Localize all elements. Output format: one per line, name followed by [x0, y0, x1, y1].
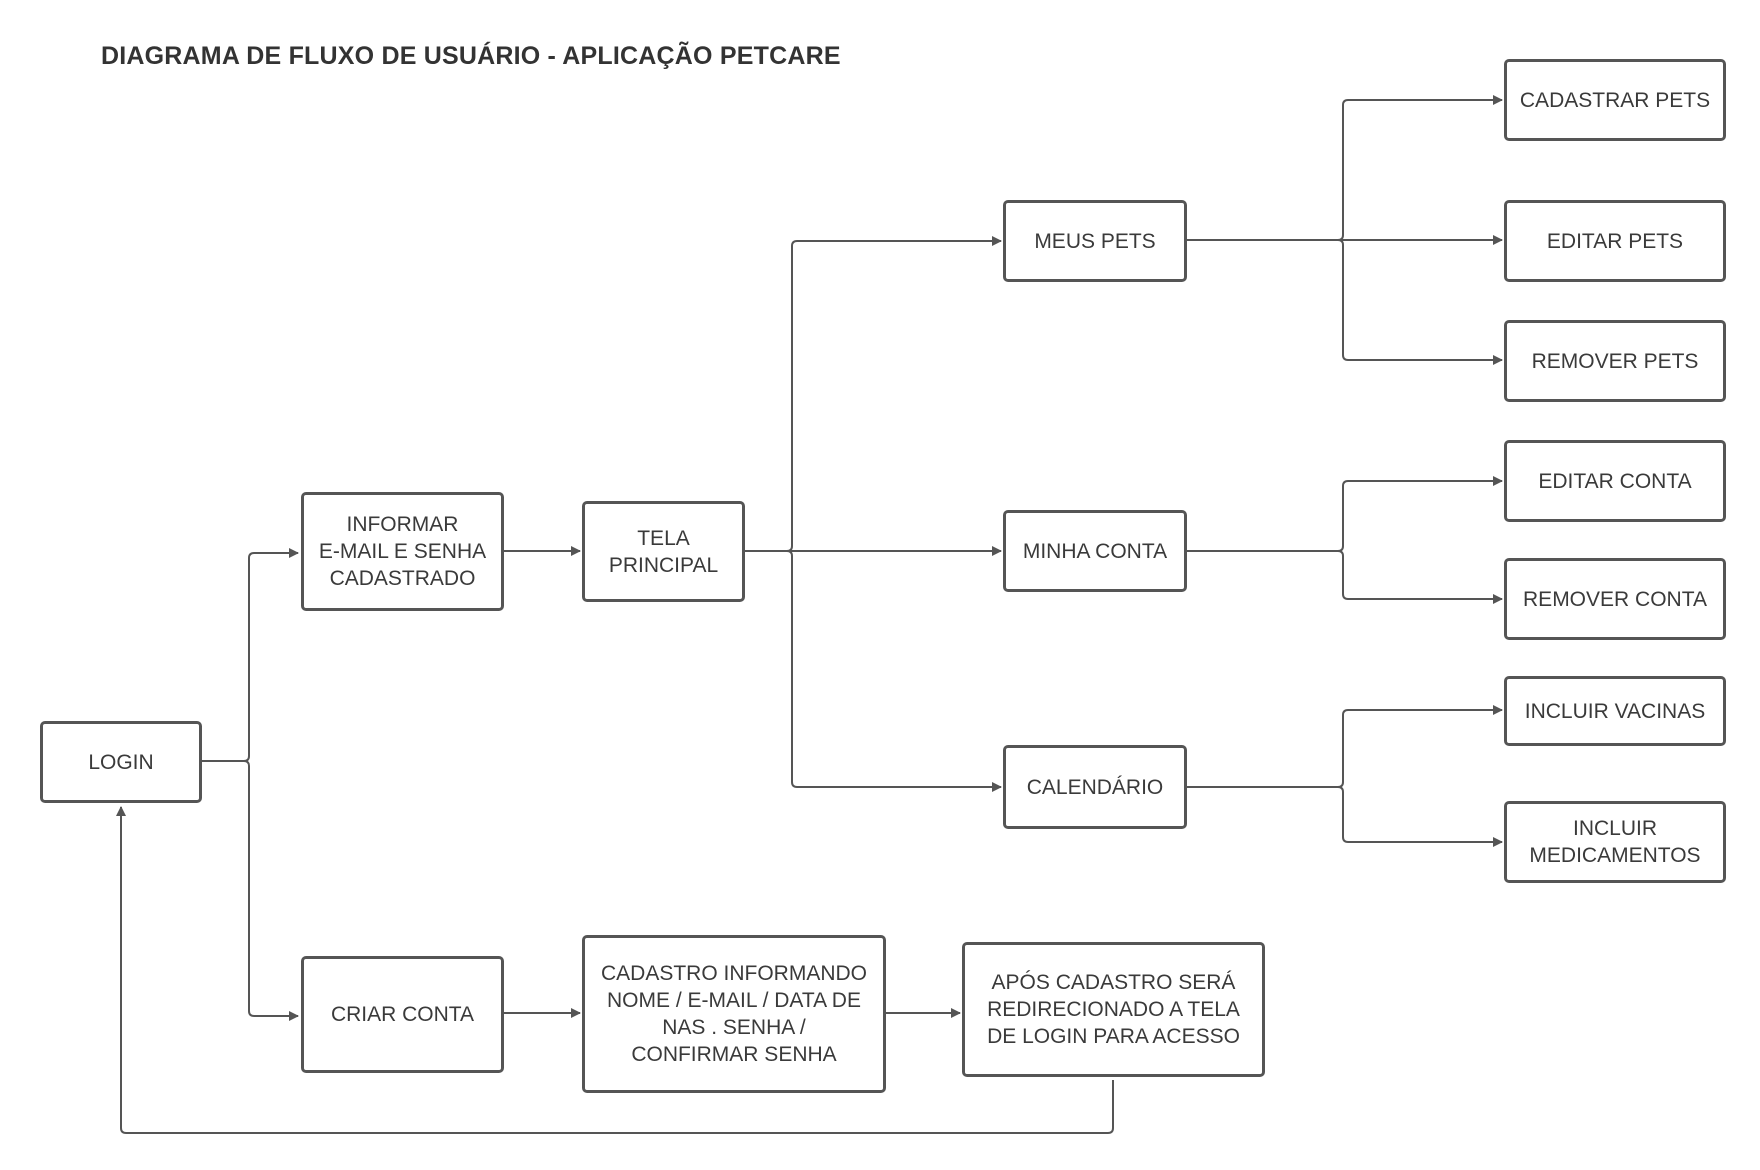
- incluir-vacinas-label: INCLUIR VACINAS: [1524, 699, 1706, 723]
- diagram-title: DIAGRAMA DE FLUXO DE USUÁRIO - APLICAÇÃO…: [101, 42, 841, 70]
- incluir-medicamentos-label: INCLUIR MEDICAMENTOS: [1529, 817, 1701, 867]
- criar-conta-node: CRIAR CONTA: [301, 956, 504, 1073]
- connector-login-informar: [200, 548, 299, 762]
- meus-pets-label: MEUS PETS: [1034, 229, 1156, 253]
- remover-pets-node: REMOVER PETS: [1504, 320, 1726, 402]
- login-node: LOGIN: [40, 721, 202, 803]
- meus-pets-node: MEUS PETS: [1003, 200, 1187, 282]
- minha-conta-node: MINHA CONTA: [1003, 510, 1187, 592]
- editar-conta-node: EDITAR CONTA: [1504, 440, 1726, 522]
- tela-principal-node: TELA PRINCIPAL: [582, 501, 745, 602]
- cadastro-informando-node: CADASTRO INFORMANDO NOME / E-MAIL / DATA…: [582, 935, 886, 1093]
- editar-pets-label: EDITAR PETS: [1546, 229, 1684, 253]
- apos-cadastro-node: APÓS CADASTRO SERÁ REDIRECIONADO A TELA …: [962, 942, 1265, 1077]
- connector-meus-pets-cadastrar: [1186, 95, 1503, 241]
- connector-tela-calendario: [744, 550, 1002, 792]
- minha-conta-label: MINHA CONTA: [1022, 539, 1168, 563]
- informar-email-senha-node: INFORMAR E-MAIL E SENHA CADASTRADO: [301, 492, 504, 611]
- connector-calendario-medicamentos: [1186, 786, 1503, 847]
- incluir-vacinas-node: INCLUIR VACINAS: [1504, 676, 1726, 746]
- incluir-medicamentos-node: INCLUIR MEDICAMENTOS: [1504, 801, 1726, 883]
- connector-calendario-vacinas: [1186, 705, 1503, 788]
- informar-email-senha-label: INFORMAR E-MAIL E SENHA CADASTRADO: [318, 513, 487, 590]
- editar-pets-node: EDITAR PETS: [1504, 200, 1726, 282]
- connector-login-criar-conta: [200, 760, 299, 1021]
- connector-tela-meus-pets: [744, 236, 1002, 552]
- remover-conta-label: REMOVER CONTA: [1523, 587, 1707, 611]
- remover-conta-node: REMOVER CONTA: [1504, 558, 1726, 640]
- login-node-label: LOGIN: [88, 750, 154, 774]
- cadastro-informando-label: CADASTRO INFORMANDO NOME / E-MAIL / DATA…: [600, 962, 867, 1066]
- tela-principal-label: TELA PRINCIPAL: [608, 526, 719, 577]
- criar-conta-label: CRIAR CONTA: [330, 1003, 475, 1026]
- remover-pets-label: REMOVER PETS: [1531, 349, 1699, 373]
- connector-meus-pets-remover: [1186, 239, 1503, 365]
- connector-minha-conta-remover: [1186, 550, 1503, 604]
- cadastrar-pets-label: CADASTRAR PETS: [1519, 88, 1711, 112]
- calendario-node: CALENDÁRIO: [1003, 745, 1187, 829]
- apos-cadastro-label: APÓS CADASTRO SERÁ REDIRECIONADO A TELA …: [987, 971, 1240, 1048]
- connector-minha-conta-editar: [1186, 476, 1503, 552]
- calendario-label: CALENDÁRIO: [1026, 775, 1164, 799]
- connector-apos-login: [116, 806, 1114, 1134]
- editar-conta-label: EDITAR CONTA: [1538, 469, 1692, 493]
- cadastrar-pets-node: CADASTRAR PETS: [1504, 59, 1726, 141]
